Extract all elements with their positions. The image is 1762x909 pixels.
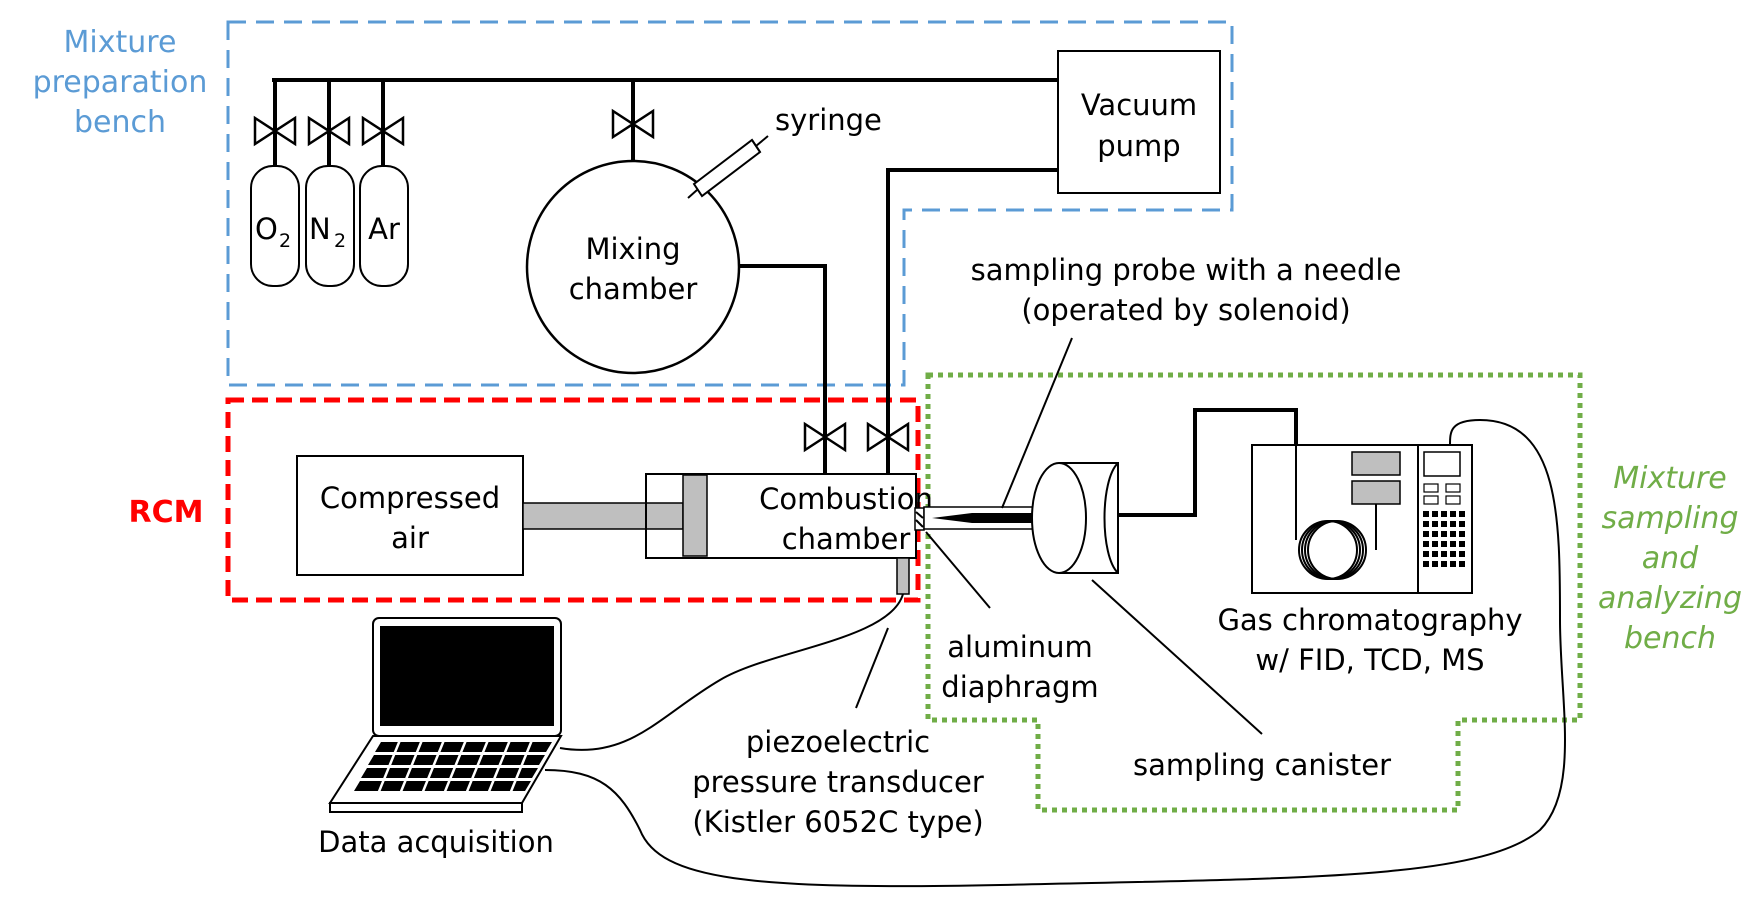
mixing-chamber: Mixing chamber xyxy=(525,159,741,375)
svg-text:air: air xyxy=(391,521,429,555)
svg-text:Mixing: Mixing xyxy=(585,232,680,266)
pressure-transducer-icon xyxy=(896,557,910,595)
svg-text:bench: bench xyxy=(74,105,166,140)
svg-text:preparation: preparation xyxy=(33,65,208,100)
mixture-prep-label: Mixture preparation bench xyxy=(33,25,208,140)
svg-text:Ar: Ar xyxy=(368,212,400,246)
pressure-transducer-callout: piezoelectric pressure transducer (Kistl… xyxy=(692,627,984,839)
sampling-probe-callout: sampling probe with a needle (operated b… xyxy=(971,253,1402,509)
svg-text:Combustion: Combustion xyxy=(759,482,933,516)
svg-text:pressure transducer: pressure transducer xyxy=(692,765,984,799)
svg-text:pump: pump xyxy=(1097,129,1180,163)
svg-text:aluminum: aluminum xyxy=(947,630,1093,664)
sampling-bench-label: Mixture sampling and analyzing bench xyxy=(1598,461,1742,656)
svg-text:sampling probe with a needle: sampling probe with a needle xyxy=(971,253,1402,287)
syringe-icon xyxy=(687,135,769,199)
gas-chromatograph xyxy=(1251,444,1473,594)
rcm-boundary xyxy=(225,397,921,603)
svg-text:(Kistler 6052C type): (Kistler 6052C type) xyxy=(692,805,983,839)
svg-text:O: O xyxy=(255,212,278,246)
vacuum-pump: Vacuum pump xyxy=(1057,50,1221,194)
sampling-probe-icon xyxy=(923,506,1035,530)
svg-text:N: N xyxy=(309,212,331,246)
svg-text:bench: bench xyxy=(1624,621,1716,656)
svg-text:2: 2 xyxy=(279,230,291,252)
gas-chromatography-label: Gas chromatography w/ FID, TCD, MS xyxy=(1217,603,1522,677)
piston xyxy=(522,474,708,557)
sampling-canister-icon xyxy=(1031,462,1119,574)
svg-text:Mixture: Mixture xyxy=(1613,461,1727,496)
svg-text:piezoelectric: piezoelectric xyxy=(746,725,930,759)
aluminum-diaphragm-callout: aluminum diaphragm xyxy=(925,531,1099,704)
compressed-air-tank: Compressed air xyxy=(296,455,524,576)
n2-cylinder: N 2 xyxy=(305,165,355,287)
svg-text:Gas chromatography: Gas chromatography xyxy=(1217,603,1522,637)
sampling-canister-callout: sampling canister xyxy=(1091,579,1391,782)
laptop-icon xyxy=(328,617,563,813)
svg-text:w/ FID, TCD, MS: w/ FID, TCD, MS xyxy=(1255,643,1484,677)
svg-text:sampling canister: sampling canister xyxy=(1133,748,1391,782)
svg-text:2: 2 xyxy=(334,230,346,252)
syringe-label: syringe xyxy=(775,103,882,137)
svg-text:(operated by solenoid): (operated by solenoid) xyxy=(1021,293,1350,327)
svg-text:Mixture: Mixture xyxy=(64,25,177,60)
svg-text:and: and xyxy=(1642,541,1699,576)
svg-text:chamber: chamber xyxy=(782,522,911,556)
data-acquisition-label: Data acquisition xyxy=(318,825,554,859)
svg-text:diaphragm: diaphragm xyxy=(941,670,1098,704)
svg-text:Vacuum: Vacuum xyxy=(1081,88,1197,122)
svg-text:chamber: chamber xyxy=(569,272,698,306)
gas-manifold-piping xyxy=(272,78,1298,517)
ar-cylinder: Ar xyxy=(359,165,409,287)
mixture-prep-boundary xyxy=(226,20,1234,387)
sampling-bench-boundary xyxy=(925,372,1583,813)
svg-text:Compressed: Compressed xyxy=(320,481,500,515)
rcm-label: RCM xyxy=(129,495,204,530)
svg-text:sampling: sampling xyxy=(1601,501,1738,536)
svg-text:analyzing: analyzing xyxy=(1598,581,1742,616)
signal-cables xyxy=(544,418,1566,888)
o2-cylinder: O 2 xyxy=(250,165,300,287)
